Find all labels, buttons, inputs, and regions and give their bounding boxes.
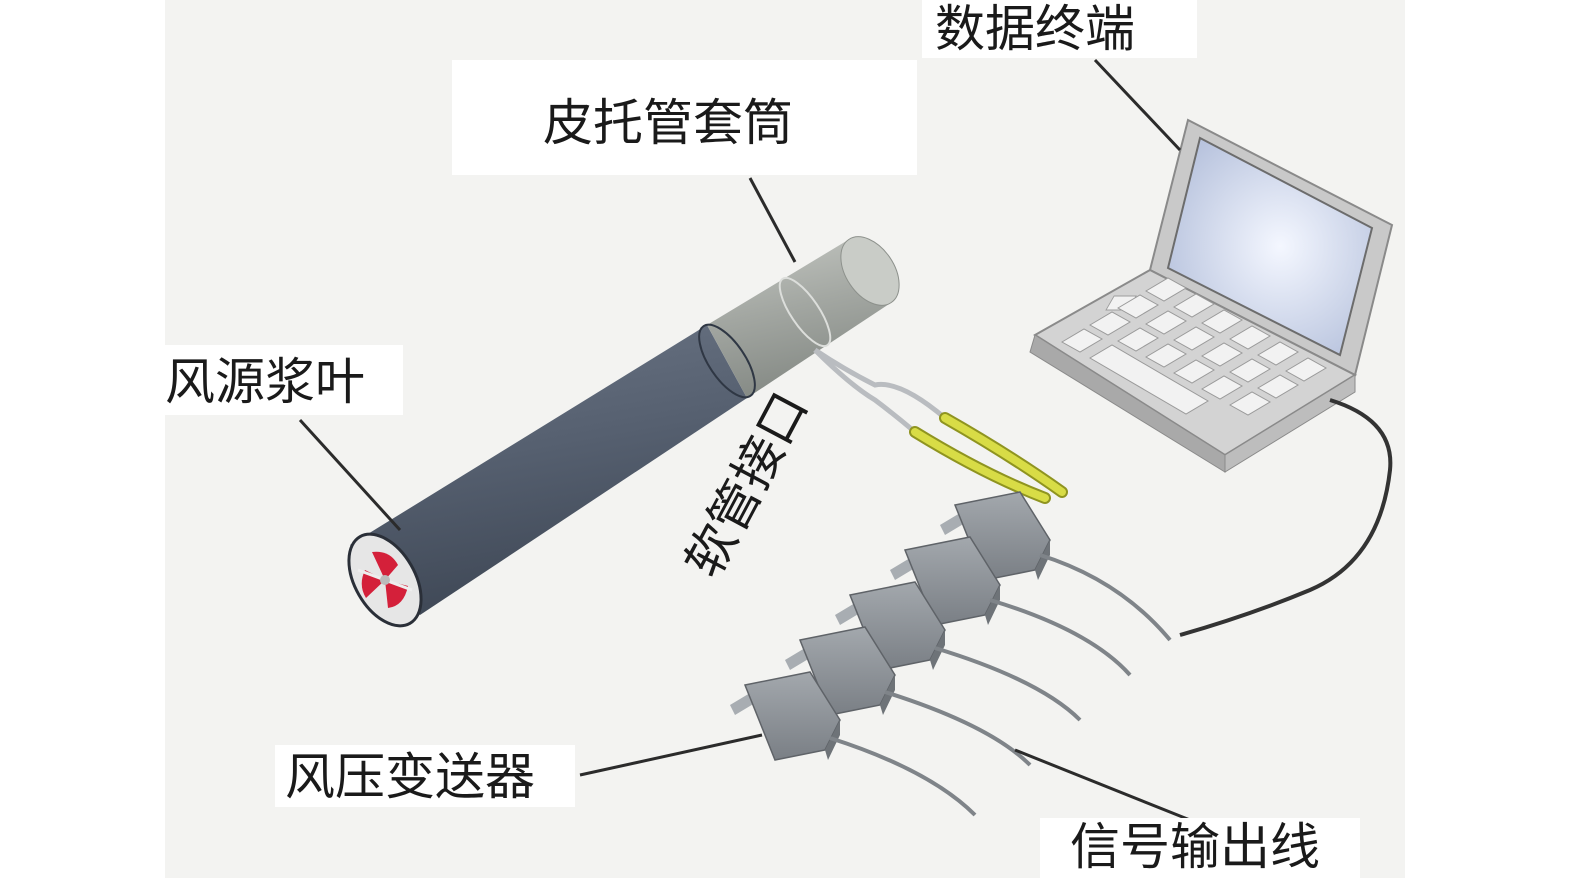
laptop-base-side [1224,374,1356,473]
fan-hub [380,575,390,585]
laptop-keys [1060,277,1328,416]
label-bg-fan [158,345,403,415]
fan-blade [361,570,385,598]
key-spacebar [1089,344,1209,415]
fan-blade-icon [357,551,413,608]
hose-icon [813,347,1068,504]
label-bg-transmitter [275,745,575,807]
label-signal-line: 信号输出线 [1070,818,1320,876]
key [1284,357,1328,382]
transmitter-unit [730,671,977,817]
fan-blade [372,551,398,580]
cable-icon [1179,398,1393,637]
label-bg-signal [1040,818,1360,878]
key [1200,309,1244,334]
leader-line-transmitter [579,733,763,777]
pitot-tube-icon [347,236,900,628]
label-bg-pitot [452,60,917,175]
laptop-icon [1029,118,1394,473]
key [1144,277,1188,302]
key [1144,310,1188,335]
key [1228,358,1272,383]
laptop-screen [1166,136,1374,357]
label-bg-terminal [922,0,1197,58]
tube-dark-section [350,325,747,615]
key [1228,325,1272,350]
key [1116,294,1160,319]
hose-yellow [911,428,1049,502]
tube-seam-1 [698,323,756,399]
tube-sleeve-section [707,240,892,398]
key [1060,328,1104,353]
label-fan-blade: 风源浆叶 [165,353,365,411]
tube-seam-2 [778,276,832,348]
key [1256,374,1300,399]
hose-pipe-thin [813,348,917,434]
key [1172,293,1216,318]
tube-end-cap [840,236,900,306]
pressure-transmitter-icon [730,491,1172,817]
leader-line-terminal [1093,58,1182,152]
label-terminal: 数据终端 [935,0,1135,58]
key [1200,342,1244,367]
key [1200,375,1244,400]
key [1228,391,1272,416]
key [1172,359,1216,384]
leader-line-signal [1014,748,1191,822]
leader-line-fan-blade [298,418,402,532]
label-pitot-sleeve: 皮托管套筒 [543,94,793,152]
leader-line-pitot-sleeve [748,177,797,263]
hose-pipe-thin [813,347,947,420]
label-transmitter: 风压变送器 [285,748,535,806]
key [1144,343,1188,368]
key [1256,341,1300,366]
key [1088,311,1132,336]
key [1172,326,1216,351]
hose-yellow [941,414,1066,496]
key [1116,327,1160,352]
